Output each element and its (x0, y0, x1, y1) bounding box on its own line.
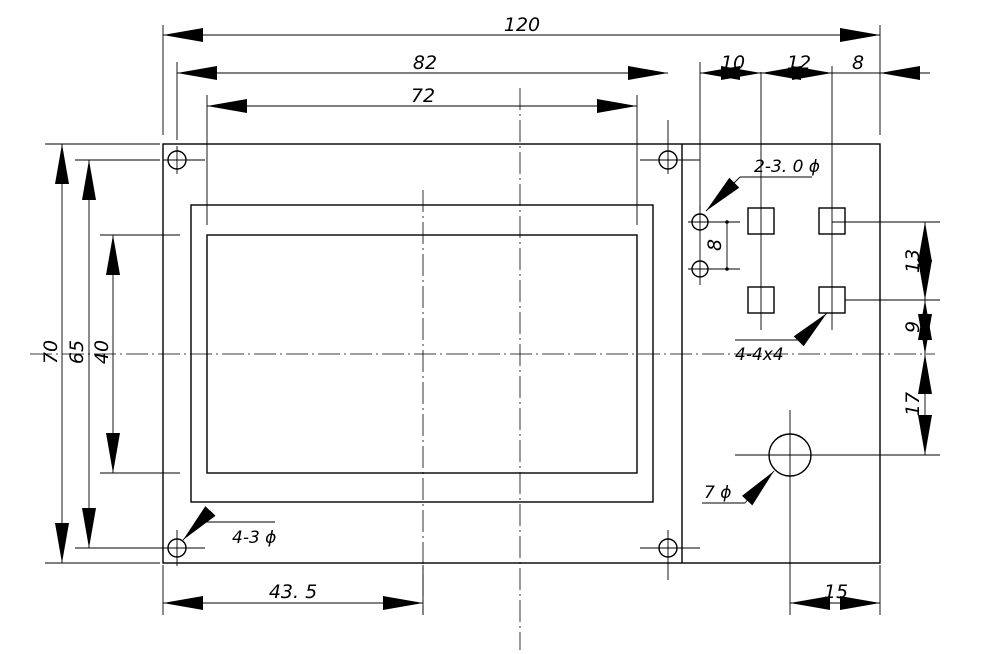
dim-label-65: 65 (66, 340, 88, 364)
dim-label-40: 40 (91, 340, 113, 364)
dim-label-120: 120 (504, 14, 540, 36)
dimension-lines (55, 27, 932, 610)
dim-label-17: 17 (902, 392, 924, 416)
panel-outline (162, 143, 881, 564)
dim-label-15: 15 (824, 581, 848, 603)
led-holes (688, 205, 740, 285)
dim-label-12: 12 (787, 52, 811, 74)
lcd-frame (190, 204, 654, 503)
callout-mount-holes: 4-3 ϕ (232, 528, 276, 548)
center-lines (30, 88, 935, 650)
dim-label-8-top: 8 (852, 52, 864, 74)
callout-led-holes: 2-3. 0 ϕ (754, 157, 820, 177)
callout-labels: 2-3. 0 ϕ 4-4x4 7 ϕ 4-3 ϕ (232, 157, 820, 548)
leader-mount-holes (182, 506, 216, 541)
leader-knob (741, 470, 775, 506)
leader-led-holes (705, 176, 741, 212)
leader-lines (182, 176, 828, 541)
button-squares (747, 66, 940, 330)
encoder-knob (735, 410, 940, 615)
dim-label-10: 10 (721, 52, 745, 74)
dim-label-43-5: 43. 5 (269, 581, 317, 603)
leader-buttons (793, 312, 828, 347)
dim-label-82: 82 (413, 52, 437, 74)
dim-label-9: 9 (902, 321, 924, 333)
dim-label-led-spacing: 8 (704, 239, 726, 251)
callout-buttons: 4-4x4 (735, 345, 784, 365)
dim-label-70: 70 (40, 340, 62, 364)
dimension-labels: 120 82 72 10 12 8 70 65 40 8 13 9 17 43.… (40, 14, 924, 603)
dim-label-13: 13 (902, 249, 924, 273)
callout-knob: 7 ϕ (704, 483, 731, 503)
mounting-holes (160, 120, 700, 580)
extension-lines (45, 25, 881, 615)
dim-label-72: 72 (411, 85, 435, 107)
